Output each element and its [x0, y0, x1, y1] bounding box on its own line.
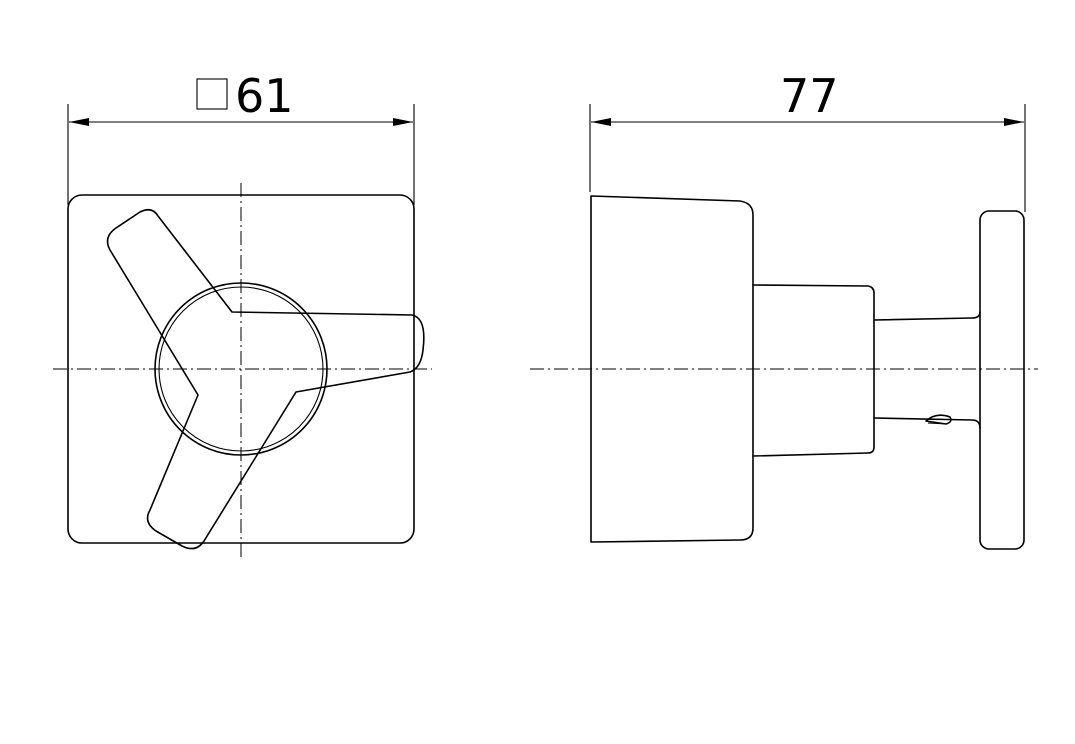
handle-stem	[873, 311, 981, 321]
escutcheon-profile	[590, 195, 754, 543]
front-width-dimension: 61	[67, 69, 415, 205]
square-symbol-icon	[196, 78, 228, 110]
spindle-housing	[752, 284, 875, 457]
front-view: 61	[53, 69, 432, 558]
set-screw	[925, 414, 952, 425]
side-view: 77	[530, 69, 1038, 550]
handle-lever-profile	[979, 210, 1025, 550]
set-screw-edge	[927, 422, 948, 425]
cross-handle	[106, 208, 425, 550]
side-depth-value: 77	[780, 69, 839, 123]
side-depth-dimension: 77	[589, 69, 1026, 212]
front-width-value: 61	[235, 69, 294, 123]
